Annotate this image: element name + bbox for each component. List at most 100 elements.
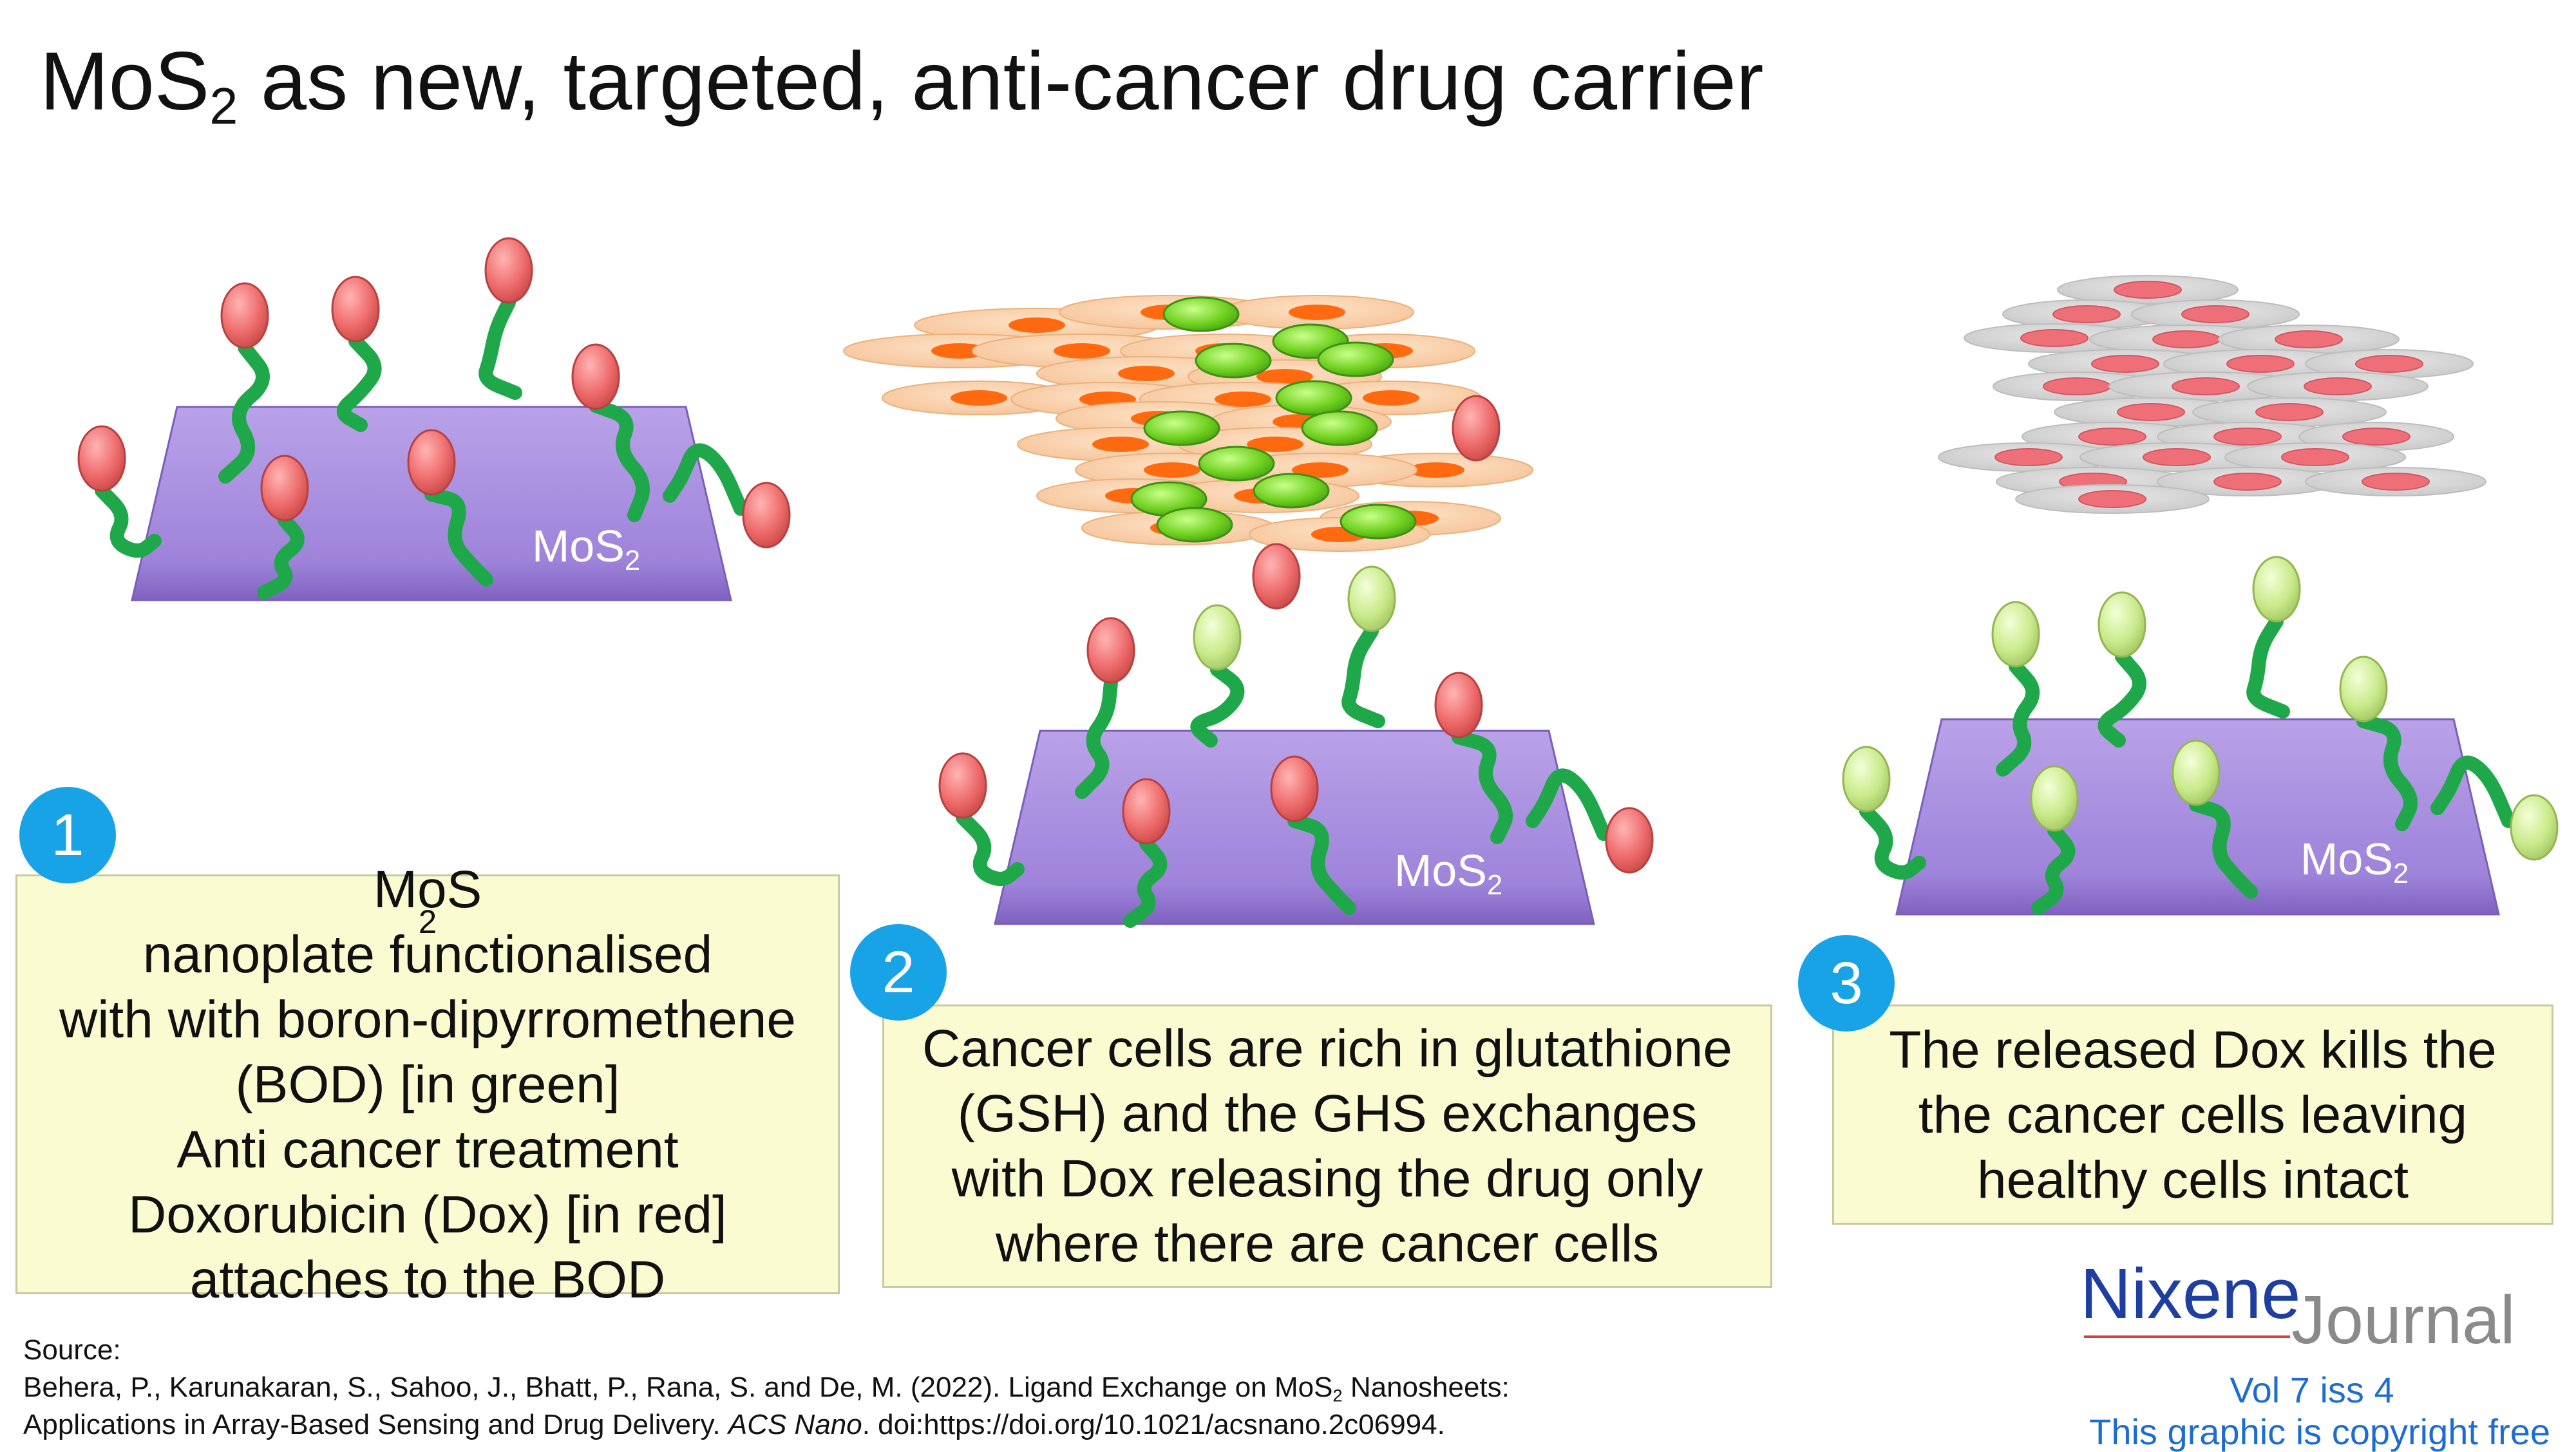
doxorubicin-molecule: [1252, 543, 1301, 610]
doxorubicin-molecule: [938, 752, 987, 819]
step-2-line-2: (GSH) and the GHS exchanges: [957, 1084, 1698, 1143]
dead-cell-nucleus: [2152, 330, 2221, 348]
dox-loaded-cell: [1317, 341, 1394, 377]
doxorubicin-molecule: [571, 343, 620, 410]
dead-cell-nucleus: [2362, 473, 2430, 491]
dead-cell-nucleus: [2275, 330, 2343, 348]
dox-loaded-cell: [1156, 507, 1233, 543]
dead-cell-nucleus: [2020, 329, 2088, 347]
doxorubicin-molecule: [1270, 755, 1319, 822]
source-line-2: Applications in Array-Based Sensing and …: [23, 1409, 1445, 1440]
issue-label: Vol 7 iss 4: [2230, 1370, 2394, 1410]
source-citation: Source: Behera, P., Karunakaran, S., Sah…: [23, 1332, 1510, 1444]
step-1-line-5: Doxorubicin (Dox) [in red]: [128, 1185, 727, 1244]
bod-linker: [1452, 730, 1513, 844]
plate-label-1: MoS2: [532, 521, 641, 577]
dead-cell-nucleus: [2091, 355, 2159, 373]
dead-cell-nucleus: [2281, 448, 2349, 466]
brand-name: Nixene: [2080, 1254, 2301, 1334]
bod-linker: [589, 399, 650, 522]
bod-linker: [95, 484, 162, 558]
dox-loaded-cell: [1253, 473, 1330, 509]
doxorubicin-molecule: [260, 455, 309, 522]
dead-cell-nucleus: [2355, 355, 2423, 373]
page-title: MoS2 as new, targeted, anti-cancer drug …: [40, 35, 1764, 135]
bod-linker: [1075, 675, 1118, 799]
cancer-cell-nucleus: [1054, 343, 1110, 359]
bod-molecule: [2510, 794, 2559, 861]
step-3-line-2: the cancer cells leaving: [1918, 1085, 2468, 1144]
source-heading: Source:: [23, 1334, 121, 1366]
doxorubicin-molecule: [1086, 617, 1135, 684]
panel-2-exchange-plate: [938, 565, 1654, 928]
source-line-1: Behera, P., Karunakaran, S., Sahoo, J., …: [23, 1372, 1510, 1406]
step-2-line-4: where there are cancer cells: [995, 1214, 1660, 1273]
bod-linker: [478, 296, 522, 400]
cancer-cell-nucleus: [1215, 391, 1271, 407]
doxorubicin-molecule: [1434, 672, 1483, 739]
bod-linker: [1996, 659, 2040, 777]
copyright-note: This graphic is copyright free: [2089, 1411, 2550, 1452]
doxorubicin-molecule: [331, 276, 380, 343]
step-3-description: The released Dox kills the the cancer ce…: [1832, 1004, 2553, 1225]
dead-cell-nucleus: [2255, 403, 2324, 421]
brand-suffix: Journal: [2291, 1282, 2515, 1358]
doxorubicin-molecule: [484, 237, 533, 304]
panel-3-released-plate: [1842, 556, 2559, 916]
step-1-line-4: Anti cancer treatment: [176, 1120, 679, 1179]
bod-linker: [336, 334, 382, 432]
cancer-cell-nucleus: [1289, 305, 1345, 320]
bod-linker: [1859, 804, 1926, 880]
cancer-cell-nucleus: [1256, 369, 1313, 384]
bod-molecule: [1193, 604, 1242, 671]
bod-molecule: [2339, 655, 2388, 722]
bod-linker: [1526, 768, 1611, 841]
bod-linker: [2098, 650, 2146, 748]
bod-molecule: [2252, 556, 2301, 623]
cancer-cell-nucleus: [1144, 462, 1200, 478]
step-1-line-6: attaches to the BOD: [189, 1250, 666, 1309]
bod-linker: [424, 487, 493, 587]
dead-cell-nucleus: [2172, 377, 2240, 395]
step-2-description: Cancer cells are rich in glutathione (GS…: [882, 1004, 1772, 1288]
bod-linker: [218, 341, 270, 484]
dead-cell-nucleus: [2078, 490, 2146, 508]
cancer-cell-nucleus: [1408, 462, 1464, 478]
bod-molecule: [2172, 739, 2221, 806]
dead-cell-nucleus: [2114, 281, 2182, 299]
bod-linker: [257, 513, 305, 599]
dead-cell-nucleus: [2213, 473, 2282, 491]
bod-linker: [1341, 624, 1385, 728]
dead-cell-nucleus: [2181, 305, 2249, 323]
bod-linker: [1123, 836, 1168, 928]
doxorubicin-molecule: [1605, 807, 1654, 874]
doxorubicin-molecule: [1122, 778, 1171, 845]
dox-loaded-cell: [1195, 343, 1272, 379]
cancer-cell-cluster: [843, 295, 1533, 610]
dead-cell-cluster: [1938, 275, 2486, 514]
bod-linker: [2430, 755, 2515, 828]
panel-1-functionalised-plate: [77, 237, 791, 601]
dead-cell-nucleus: [2226, 355, 2295, 373]
bod-molecule: [2098, 591, 2146, 658]
cancer-cell-nucleus: [931, 343, 988, 359]
cancer-cell-nucleus: [1247, 437, 1303, 452]
nixene-journal-logo: Nixene Journal: [2080, 1254, 2557, 1359]
dead-cell-nucleus: [2342, 428, 2410, 446]
cancer-cell-nucleus: [1009, 317, 1065, 333]
step-3-line-1: The released Dox kills the: [1889, 1020, 2497, 1079]
cancer-cell-nucleus: [951, 390, 1007, 406]
doxorubicin-molecule: [407, 429, 456, 496]
dead-cell-nucleus: [1994, 448, 2063, 466]
dead-cell-nucleus: [2078, 428, 2146, 446]
step-1-line-2: with with boron-dipyrromethene: [59, 990, 796, 1049]
bod-molecule: [2030, 765, 2079, 832]
bod-linker: [2189, 798, 2258, 899]
step-1-line-3: (BOD) [in green]: [235, 1055, 620, 1114]
step-2-line-3: with Dox releasing the drug only: [951, 1149, 1703, 1208]
bod-linker: [956, 811, 1025, 886]
dox-loaded-cell: [1340, 504, 1417, 540]
